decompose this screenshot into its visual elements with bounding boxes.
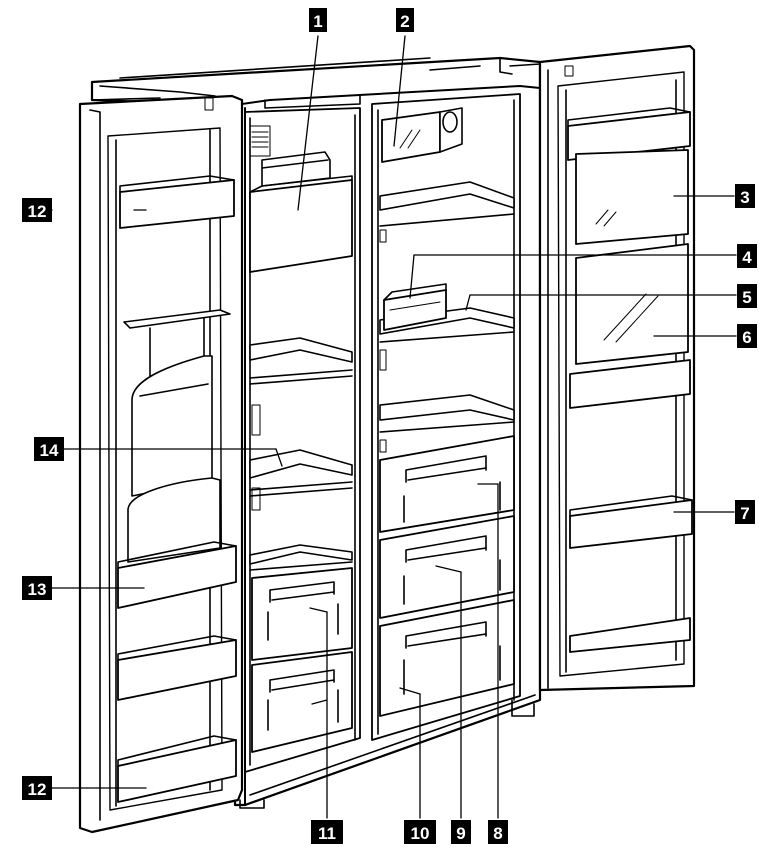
callout-13-text: 13 [28,580,47,599]
callout-12-top: 12 [22,198,52,222]
fridge-drawer-middle [379,515,515,619]
callout-7-text: 7 [740,504,749,523]
callout-6-text: 6 [742,328,751,347]
dispenser [123,309,231,563]
door-bin-middle [117,541,237,609]
callout-4-text: 4 [742,248,752,267]
right-door [538,44,696,692]
freezer-shelf-2 [249,449,353,497]
glass-panel-upper [575,149,689,245]
callout-12-bottom-text: 12 [28,780,47,799]
door-bin-mid-right [569,359,691,409]
callout-6: 6 [737,324,757,348]
freezer-shelf-3 [249,544,353,571]
freezer-shelf-1 [249,337,353,385]
door-bin-upper-right [567,107,691,161]
callout-12-bottom: 12 [22,776,52,800]
door-bin-bottom [117,735,237,803]
callout-labels: 1 2 3 4 5 6 7 8 [22,8,757,844]
callout-11: 11 [311,820,343,844]
callout-9-text: 9 [456,824,465,843]
callout-1: 1 [309,8,327,32]
callout-10-text: 10 [411,824,430,843]
feet [239,699,535,809]
ice-maker [261,151,331,187]
callout-10: 10 [404,820,436,844]
callout-2-text: 2 [400,12,409,31]
callout-5: 5 [737,284,757,308]
callout-14: 14 [34,437,64,461]
callout-4: 4 [737,244,757,268]
left-door [78,94,244,834]
freezer-drawer-upper [251,567,353,661]
door-bin-lower [117,635,237,701]
callout-2: 2 [396,8,414,32]
callout-11-text: 11 [318,824,336,843]
callout-5-text: 5 [742,288,751,307]
callout-8-text: 8 [493,824,502,843]
fridge-shelf-1 [379,181,515,227]
ice-box [249,175,353,273]
fridge-shelf-2 [379,307,515,343]
callout-7: 7 [735,500,755,524]
callout-13: 13 [22,576,52,600]
callout-14-text: 14 [40,441,59,460]
callout-1-text: 1 [313,12,322,31]
fridge-drawer-upper [379,435,515,533]
leader-lines [35,35,737,819]
fridge-compartment [371,93,521,741]
egg-tray [383,283,447,331]
callout-3: 3 [735,184,755,208]
door-bin-bottom-right [569,617,691,653]
callout-12-top-text: 12 [28,202,47,221]
freezer-vent [249,125,271,157]
callout-3-text: 3 [740,188,749,207]
callout-8: 8 [488,820,508,844]
fridge-drawer-lower [379,599,515,717]
callout-9: 9 [451,820,471,844]
door-bin-top [119,175,235,229]
door-bin-large-right [569,495,693,549]
fridge-shelf-3 [379,394,515,433]
glass-panel-lower [575,243,689,365]
